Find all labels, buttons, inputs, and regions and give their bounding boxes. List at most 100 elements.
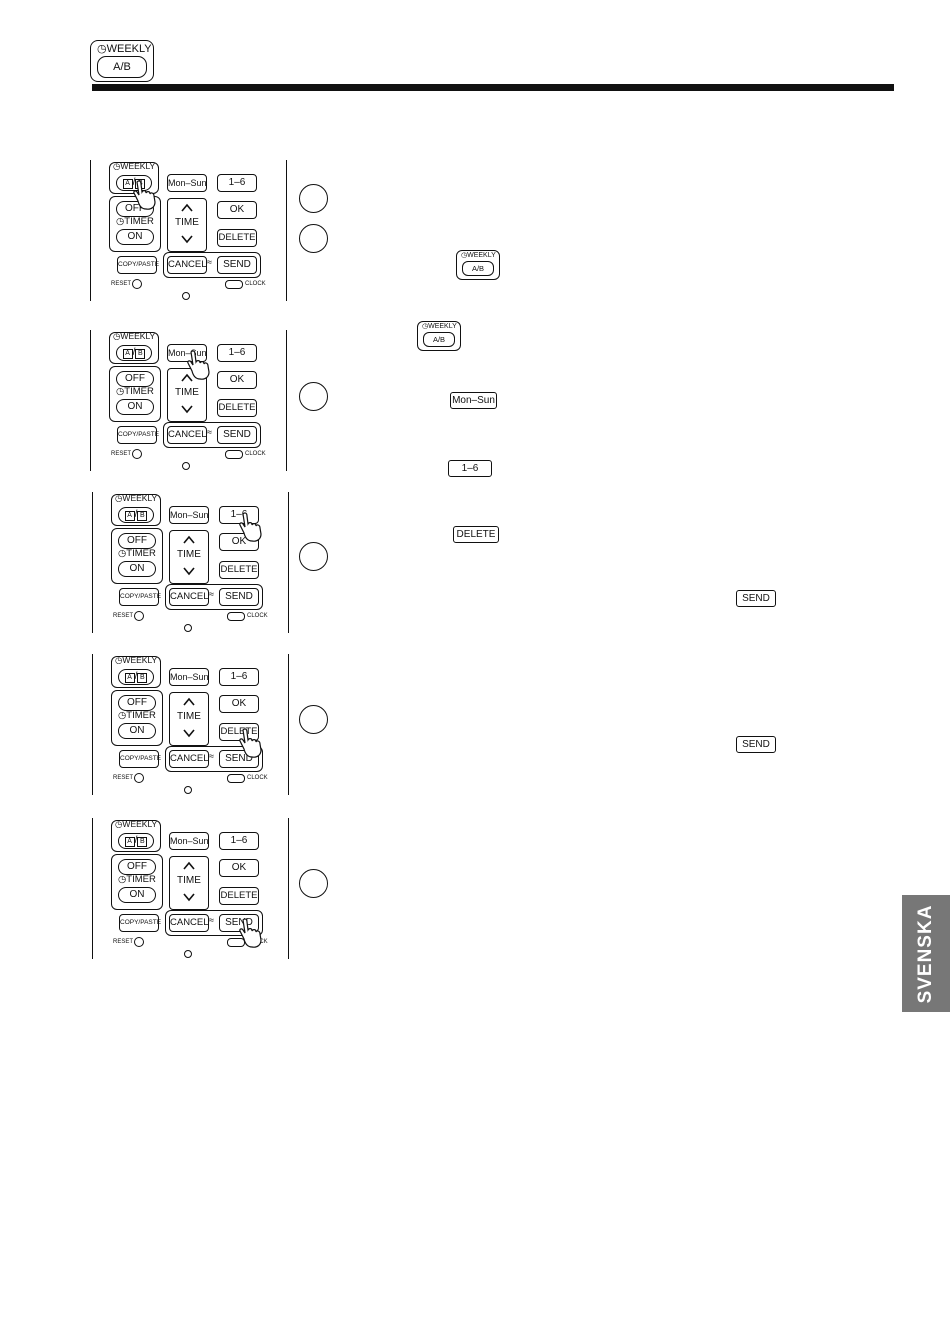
time-button[interactable]: TIME [169,692,209,746]
off-button[interactable]: OFF [118,533,156,549]
ab-button[interactable]: A/B [116,345,152,361]
time-button[interactable]: TIME [169,856,209,910]
time-button[interactable]: TIME [167,368,207,422]
reset-label: RESET [111,281,132,287]
cancel-button[interactable]: CANCEL [167,256,207,274]
down-arrow-icon [181,235,193,244]
finger-pointer-icon [133,180,156,210]
cancel-button[interactable]: CANCEL [167,426,207,444]
on-button[interactable]: ON [118,723,156,739]
mon-sun-button[interactable]: Mon–Sun [169,668,209,686]
on-button[interactable]: ON [118,561,156,577]
clock-label: CLOCK [245,281,266,287]
copy-paste-button[interactable]: COPY/PASTE [117,426,159,444]
on-button[interactable]: ON [116,229,154,245]
on-button[interactable]: ON [118,887,156,903]
clock-label: CLOCK [247,613,268,619]
signal-icon: ≈ [209,915,214,925]
timer-label: ◷TIMER [116,216,154,227]
up-arrow-icon [183,697,195,706]
send-button[interactable]: SEND [217,256,257,274]
delete-button[interactable]: DELETE [217,399,257,417]
weekly-label: ◷WEEKLY [113,161,156,171]
on-button[interactable]: ON [116,399,154,415]
time-button[interactable]: TIME [167,198,207,252]
step-circle-2 [299,224,328,253]
clock-button[interactable] [227,612,245,621]
inline-weekly-key: ◷WEEKLY A/B [456,250,500,280]
down-arrow-icon [183,729,195,738]
finger-pointer-icon [239,512,262,542]
signal-icon: ≈ [207,427,212,437]
delete-button[interactable]: DELETE [219,561,259,579]
timer-label: ◷TIMER [118,710,156,721]
weekly-frame [109,332,159,364]
mon-sun-button[interactable]: Mon–Sun [169,506,209,524]
one-six-button[interactable]: 1–6 [219,832,259,850]
clock-button[interactable] [225,450,243,459]
reset-label: RESET [113,775,134,781]
timer-frame [111,854,163,910]
one-six-button[interactable]: 1–6 [219,506,259,524]
signal-icon: ≈ [207,257,212,267]
off-button[interactable]: OFF [116,371,154,387]
language-tab-label: SVENSKA [915,904,936,1003]
delete-button[interactable]: DELETE [219,887,259,905]
off-button[interactable]: OFF [118,859,156,875]
send-button[interactable]: SEND [219,914,259,932]
inline-delete-key: DELETE [453,526,499,543]
delete-button[interactable]: DELETE [219,723,259,741]
clock-button[interactable] [225,280,243,289]
weekly-frame [111,656,161,688]
finger-pointer-icon [239,918,262,948]
ok-button[interactable]: OK [219,859,259,877]
copy-paste-button[interactable]: COPY/PASTE [119,750,161,768]
cancel-button[interactable]: CANCEL [169,750,209,768]
one-six-button[interactable]: 1–6 [217,174,257,192]
reset-label: RESET [113,939,134,945]
reset-button[interactable] [134,773,144,783]
ab-button[interactable]: A/B [118,669,154,685]
one-six-button[interactable]: 1–6 [217,344,257,362]
send-frame [163,422,261,448]
mon-sun-button[interactable]: Mon–Sun [167,174,207,192]
clock-label: CLOCK [247,775,268,781]
ab-button[interactable]: A/B [118,833,154,849]
one-six-button[interactable]: 1–6 [219,668,259,686]
reset-button[interactable] [134,611,144,621]
time-button[interactable]: TIME [169,530,209,584]
timer-frame [109,196,161,252]
copy-paste-button[interactable]: COPY/PASTE [117,256,159,274]
reset-button[interactable] [132,279,142,289]
off-button[interactable]: OFF [118,695,156,711]
screw-hole [184,786,192,794]
ab-button[interactable]: A/B [116,175,152,191]
clock-button[interactable] [227,938,245,947]
delete-button[interactable]: DELETE [217,229,257,247]
ab-button[interactable]: A/B [118,507,154,523]
ok-button[interactable]: OK [217,371,257,389]
send-button[interactable]: SEND [219,588,259,606]
mon-sun-button[interactable]: Mon–Sun [169,832,209,850]
mon-sun-button[interactable]: Mon–Sun [167,344,207,362]
send-button[interactable]: SEND [217,426,257,444]
signal-icon: ≈ [209,589,214,599]
send-frame [165,584,263,610]
copy-paste-button[interactable]: COPY/PASTE [119,914,161,932]
clock-button[interactable] [227,774,245,783]
ok-button[interactable]: OK [217,201,257,219]
reset-label: RESET [113,613,134,619]
cancel-button[interactable]: CANCEL [169,914,209,932]
step-circle-1 [299,184,328,213]
down-arrow-icon [183,567,195,576]
cancel-button[interactable]: CANCEL [169,588,209,606]
copy-paste-button[interactable]: COPY/PASTE [119,588,161,606]
screw-hole [182,462,190,470]
reset-button[interactable] [134,937,144,947]
up-arrow-icon [183,535,195,544]
reset-button[interactable] [132,449,142,459]
ok-button[interactable]: OK [219,695,259,713]
send-frame [165,746,263,772]
